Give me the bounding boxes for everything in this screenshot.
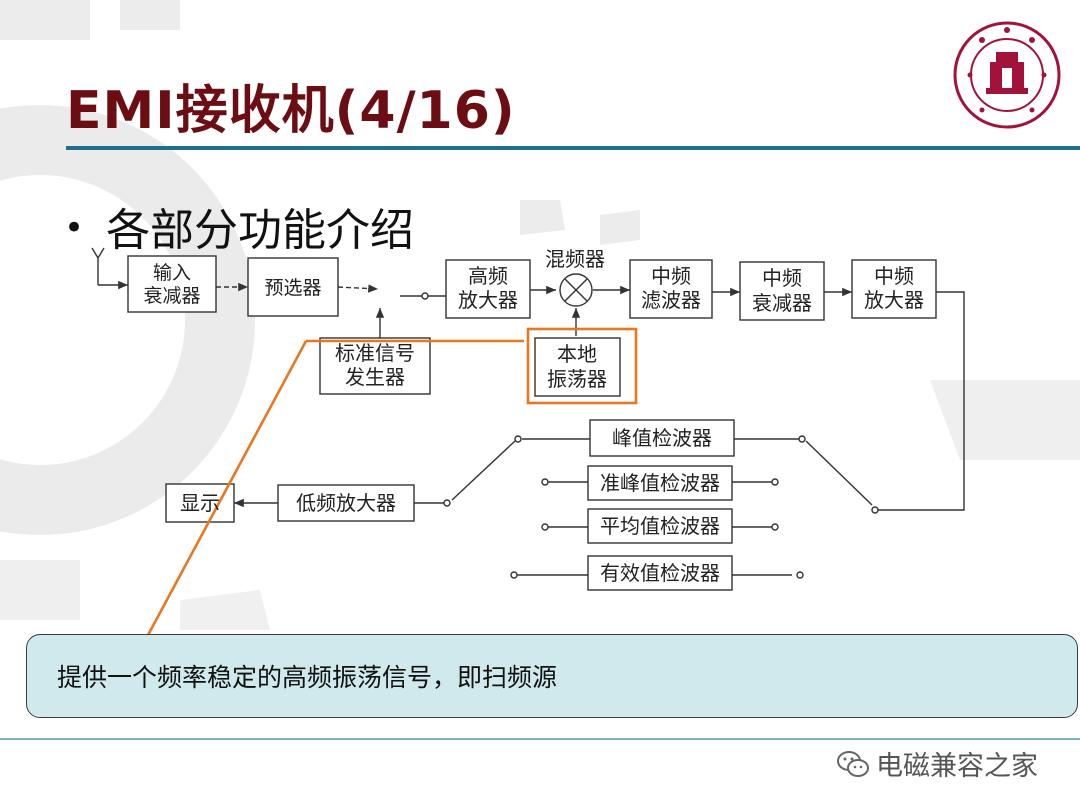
label-if-attenuator-2: 衰减器 [752, 291, 812, 315]
bullet-dot-icon: • [64, 208, 85, 248]
callout-note-box: 提供一个频率稳定的高频振荡信号，即扫频源 [26, 634, 1078, 718]
label-rms-detector: 有效值检波器 [600, 561, 720, 585]
footer-divider [0, 738, 1080, 740]
label-mixer: 混频器 [545, 247, 605, 271]
block-if-amp [851, 259, 937, 319]
block-quasi-peak-detector [587, 465, 733, 501]
bullet-text: 各部分功能介绍 [106, 205, 415, 256]
block-if-attenuator [739, 261, 825, 321]
label-if-amp-1: 中频 [874, 264, 914, 288]
callout-note-text: 提供一个频率稳定的高频振荡信号，即扫频源 [57, 663, 558, 692]
label-local-osc-1: 本地 [557, 342, 597, 366]
block-std-signal-gen [319, 337, 431, 395]
label-rf-amp-2: 放大器 [458, 288, 518, 312]
block-input-attenuator [127, 255, 217, 313]
highlight-local-oscillator [526, 327, 638, 405]
callout-line-diagonal [143, 340, 308, 640]
block-average-detector [587, 508, 733, 544]
label-rf-amp-1: 高频 [468, 264, 508, 288]
block-af-amp [277, 484, 415, 522]
block-rms-detector [587, 555, 733, 591]
label-preselector: 预选器 [264, 277, 321, 299]
bullet-item: • 各部分功能介绍 [64, 194, 414, 258]
label-std-signal-gen-2: 发生器 [345, 365, 405, 389]
watermark-text: 电磁兼容之家 [876, 751, 1038, 782]
title-divider [66, 146, 1080, 150]
label-af-amp: 低频放大器 [296, 491, 396, 515]
university-seal-logo [953, 21, 1061, 129]
block-peak-detector [589, 419, 735, 457]
label-if-filter-2: 滤波器 [641, 288, 701, 312]
block-local-oscillator [534, 337, 621, 397]
label-local-osc-2: 振荡器 [547, 367, 607, 391]
label-display: 显示 [180, 491, 220, 515]
watermark: 电磁兼容之家 [836, 744, 1038, 783]
wechat-icon [837, 750, 869, 777]
label-input-attenuator-2: 衰减器 [143, 285, 200, 307]
block-preselector [247, 257, 339, 317]
emi-receiver-block-diagram: 输入 衰减器 预选器 标准信号 发生器 高频 放大器 混频器 本地 振荡器 中频… [91, 247, 965, 640]
label-average-detector: 平均值检波器 [600, 514, 720, 538]
label-if-attenuator-1: 中频 [762, 266, 802, 290]
block-display [165, 483, 235, 523]
block-rf-amp [445, 259, 531, 319]
label-quasi-peak-detector: 准峰值检波器 [600, 471, 720, 495]
slide-title: EMI接收机(4/16) [66, 81, 516, 141]
label-if-filter-1: 中频 [651, 264, 691, 288]
block-if-filter [629, 259, 713, 319]
label-peak-detector: 峰值检波器 [612, 426, 712, 450]
label-std-signal-gen-1: 标准信号 [335, 341, 415, 365]
label-input-attenuator-1: 输入 [153, 262, 191, 284]
label-if-amp-2: 放大器 [864, 288, 924, 312]
